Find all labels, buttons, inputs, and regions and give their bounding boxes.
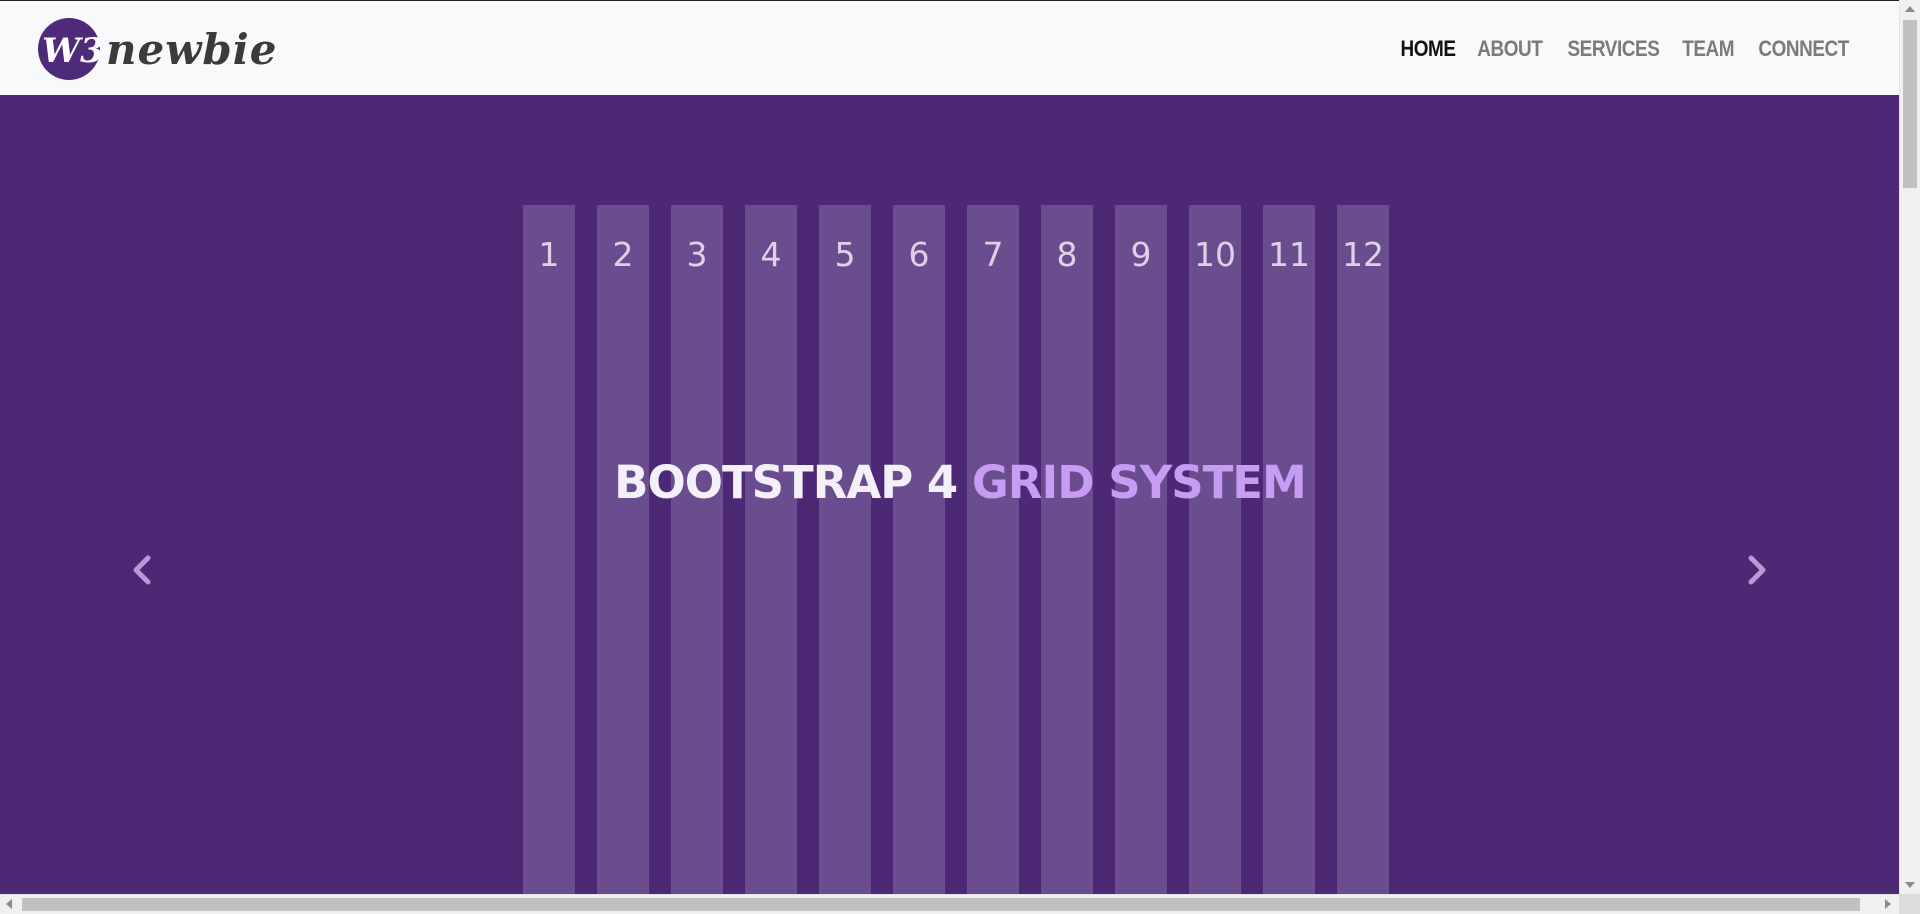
scroll-left-icon[interactable] (6, 899, 12, 909)
vertical-scrollbar[interactable] (1899, 0, 1920, 894)
nav-link-services[interactable]: SERVICES (1567, 35, 1659, 61)
brand-logo[interactable]: W3 newbie (38, 17, 277, 81)
navbar: W3 newbie HOME ABOUT SERVICES TEAM CONNE… (0, 0, 1899, 95)
grid-column-number: 3 (686, 235, 708, 274)
scrollbar-corner (1899, 894, 1920, 914)
grid-column-number: 4 (760, 235, 782, 274)
grid-column-number: 6 (908, 235, 930, 274)
grid-column-number: 2 (612, 235, 634, 274)
grid-column: 10 (1189, 205, 1241, 894)
grid-column: 6 (893, 205, 945, 894)
grid-column-number: 7 (982, 235, 1004, 274)
grid-column: 8 (1041, 205, 1093, 894)
hero-headline-part1: BOOTSTRAP 4 (614, 456, 958, 509)
nav-link-connect[interactable]: CONNECT (1758, 35, 1849, 61)
hero-carousel: 1 2 3 4 5 6 7 8 9 10 11 12 BOOTSTRAP 4 G… (0, 95, 1899, 894)
grid-column: 5 (819, 205, 871, 894)
grid-column: 11 (1263, 205, 1315, 894)
brand-mark-icon: W3 (38, 18, 100, 80)
chevron-left-icon (133, 555, 151, 585)
scroll-down-icon[interactable] (1905, 882, 1915, 888)
grid-column: 1 (523, 205, 575, 894)
scroll-up-icon[interactable] (1905, 6, 1915, 12)
grid-column: 12 (1337, 205, 1389, 894)
hero-headline-part2: GRID SYSTEM (971, 456, 1307, 509)
grid-column-number: 5 (834, 235, 856, 274)
horizontal-scrollbar[interactable] (0, 894, 1920, 914)
brand-mark-text: W3 (42, 31, 100, 71)
chevron-right-icon (1748, 555, 1766, 585)
grid-column-number: 1 (538, 235, 560, 274)
carousel-prev-button[interactable] (128, 550, 158, 590)
nav-link-about[interactable]: ABOUT (1477, 35, 1543, 61)
vertical-scroll-thumb[interactable] (1903, 20, 1917, 188)
grid-column: 2 (597, 205, 649, 894)
nav-link-team[interactable]: TEAM (1682, 35, 1735, 61)
grid-column: 4 (745, 205, 797, 894)
grid-column-number: 12 (1342, 235, 1384, 274)
brand-wordmark: newbie (106, 24, 278, 74)
scroll-right-icon[interactable] (1885, 899, 1891, 909)
grid-column: 3 (671, 205, 723, 894)
carousel-next-button[interactable] (1741, 550, 1771, 590)
horizontal-scroll-thumb[interactable] (22, 898, 1860, 911)
grid-column: 7 (967, 205, 1019, 894)
grid-column-number: 9 (1130, 235, 1152, 274)
grid-columns: 1 2 3 4 5 6 7 8 9 10 11 12 (523, 205, 1389, 894)
grid-column: 9 (1115, 205, 1167, 894)
main-nav: HOME ABOUT SERVICES TEAM CONNECT (1400, 1, 1852, 96)
nav-link-home[interactable]: HOME (1400, 35, 1456, 61)
grid-column-number: 8 (1056, 235, 1078, 274)
grid-column-number: 10 (1194, 235, 1236, 274)
grid-column-number: 11 (1268, 235, 1310, 274)
hero-headline: BOOTSTRAP 4 GRID SYSTEM (0, 456, 1899, 509)
